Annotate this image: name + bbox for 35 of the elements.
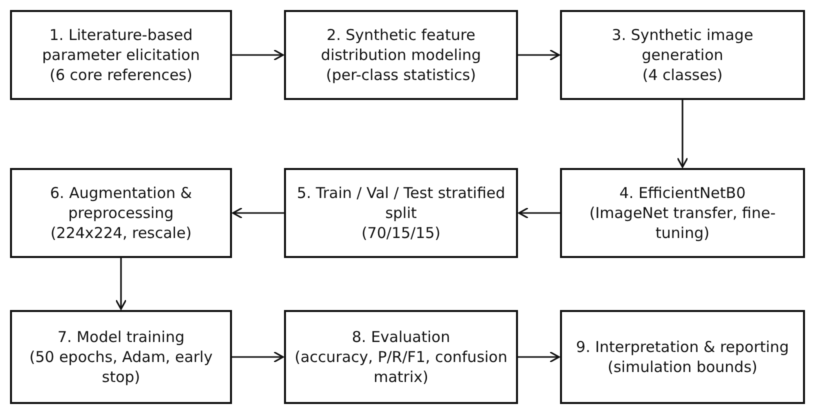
step-detail: (ImageNet transfer, fine-tuning) xyxy=(588,203,777,243)
arrow xyxy=(676,100,688,168)
process-box xyxy=(284,10,518,100)
step-title: 9. Interpretation & reporting xyxy=(576,337,789,357)
step-title: 4. EfficientNetB0 xyxy=(619,183,746,203)
step-detail: (50 epochs, Adam, early stop) xyxy=(28,347,214,387)
step-title: 1. Literature-based parameter elicitation xyxy=(41,25,201,65)
step-title: 2. Synthetic feature distribution modeling xyxy=(320,25,482,65)
step-title: 3. Synthetic image generation xyxy=(610,25,754,65)
arrow xyxy=(518,207,560,219)
process-box xyxy=(10,10,232,100)
arrow xyxy=(518,49,560,61)
step-detail: (224x224, rescale) xyxy=(50,223,192,243)
step-detail: (4 classes) xyxy=(642,65,723,85)
arrow xyxy=(232,207,284,219)
process-box xyxy=(560,310,805,404)
arrow xyxy=(518,351,560,363)
step-detail: (simulation bounds) xyxy=(608,357,758,377)
process-box xyxy=(284,310,518,404)
step-title: 8. Evaluation xyxy=(352,327,450,347)
step-title: 7. Model training xyxy=(58,327,184,347)
step-detail: (6 core references) xyxy=(50,65,192,85)
process-box xyxy=(560,168,805,258)
step-detail: (accuracy, P/R/F1, confusion matrix) xyxy=(294,347,508,387)
step-detail: (70/15/15) xyxy=(361,223,441,243)
process-box xyxy=(284,168,518,258)
step-detail: (per-class statistics) xyxy=(326,65,476,85)
arrow xyxy=(232,49,284,61)
arrow xyxy=(115,258,127,310)
process-box xyxy=(10,310,232,404)
process-box xyxy=(10,168,232,258)
step-title: 6. Augmentation & preprocessing xyxy=(49,183,193,223)
process-box xyxy=(560,10,805,100)
arrow xyxy=(232,351,284,363)
step-title: 5. Train / Val / Test stratified split xyxy=(296,183,506,223)
